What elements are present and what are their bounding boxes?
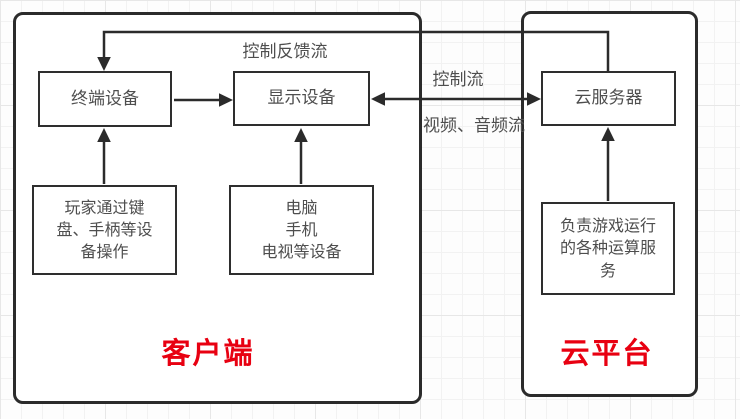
node-display-devices-label: 电脑 手机 电视等设备 <box>261 197 342 262</box>
client-group-label: 客户端 <box>161 336 255 370</box>
node-display-devices: 电脑 手机 电视等设备 <box>229 185 374 275</box>
node-compute-service: 负责游戏运行 的各种运算服 务 <box>541 202 675 295</box>
node-terminal-device-label: 终端设备 <box>71 88 139 109</box>
control-feedback-flow-label: 控制反馈流 <box>242 42 328 62</box>
av-stream-label: 视频、音频流 <box>423 116 525 136</box>
control-flow-label: 控制流 <box>432 70 484 90</box>
node-cloud-server: 云服务器 <box>541 71 676 126</box>
cloud-platform-group-label: 云平台 <box>560 336 654 370</box>
node-display-device: 显示设备 <box>233 71 370 126</box>
node-player-input: 玩家通过键 盘、手柄等设 备操作 <box>32 185 177 275</box>
node-compute-service-label: 负责游戏运行 的各种运算服 务 <box>559 216 656 280</box>
node-display-device-label: 显示设备 <box>267 88 336 109</box>
node-cloud-server-label: 云服务器 <box>574 88 643 109</box>
node-player-input-label: 玩家通过键 盘、手柄等设 备操作 <box>56 197 153 262</box>
node-terminal-device: 终端设备 <box>38 71 172 127</box>
